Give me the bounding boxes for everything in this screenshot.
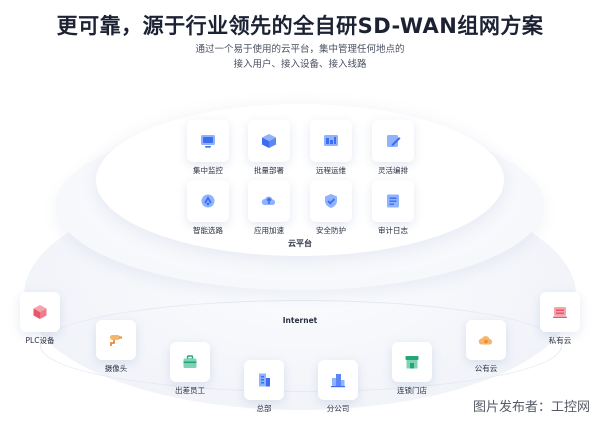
node-label: 公有云 [474,364,498,373]
cloud-platform-label: 云平台 [288,239,312,248]
branch-office-icon [331,374,345,388]
internet-label: Internet [282,316,318,325]
feature-label: 远程运维 [316,166,346,175]
route-icon [201,194,215,208]
remote-ops-icon [324,135,338,146]
node-traveling-employee[interactable]: 出差员工 [158,342,222,396]
feature-label: 智能选路 [193,226,223,235]
page-title: 更可靠，源于行业领先的全自研SD-WAN组网方案 [56,14,544,38]
node-label: PLC设备 [25,336,55,345]
feature-label: 集中监控 [193,166,223,175]
cloud-accelerate-icon [261,196,276,205]
node-label: 私有云 [548,336,572,345]
node-private-cloud[interactable]: 私有云 [528,292,592,346]
feature-label: 应用加速 [254,226,284,235]
headquarters-icon [259,373,270,387]
shield-icon [325,194,337,208]
store-icon [405,356,419,369]
feature-label: 批量部署 [254,166,284,175]
cloud-platform-core [96,104,504,256]
public-cloud-icon [478,336,493,345]
feature-audit-log[interactable]: 审计日志 [362,180,424,236]
feature-batch-deployment[interactable]: 批量部署 [238,120,300,176]
feature-security-protection[interactable]: 安全防护 [300,180,362,236]
camera-icon [110,335,122,346]
edit-icon [387,135,401,147]
feature-label: 安全防护 [316,226,346,235]
cube-icon [262,134,276,148]
node-label: 分公司 [326,404,350,413]
private-cloud-icon [553,307,567,318]
briefcase-icon [183,355,197,368]
node-headquarters[interactable]: 总部 [232,360,296,414]
monitor-icon [201,135,215,148]
feature-remote-ops[interactable]: 远程运维 [300,120,362,176]
node-label: 出差员工 [175,386,205,395]
node-label: 摄像头 [104,364,128,373]
node-public-cloud[interactable]: 公有云 [454,320,518,374]
plc-device-icon [33,305,47,319]
feature-label: 审计日志 [378,226,408,235]
node-branch-office[interactable]: 分公司 [306,360,370,414]
audit-log-icon [387,194,399,208]
feature-smart-routing[interactable]: 智能选路 [177,180,239,236]
node-chain-store[interactable]: 连锁门店 [380,342,444,396]
node-label: 总部 [256,404,272,413]
feature-centralized-monitoring[interactable]: 集中监控 [177,120,239,176]
network-ring-line [40,300,562,392]
subtitle-line-2: 接入用户、接入设备、接入线路 [233,59,367,70]
node-plc-device[interactable]: PLC设备 [8,292,72,346]
subtitle-line-1: 通过一个易于使用的云平台，集中管理任何地点的 [195,44,405,55]
node-camera[interactable]: 摄像头 [84,320,148,374]
node-label: 连锁门店 [397,386,427,395]
publisher-watermark: 图片发布者：工控网 [472,400,590,415]
feature-app-acceleration[interactable]: 应用加速 [238,180,300,236]
feature-flexible-orchestration[interactable]: 灵活编排 [362,120,424,176]
feature-label: 灵活编排 [378,166,408,175]
